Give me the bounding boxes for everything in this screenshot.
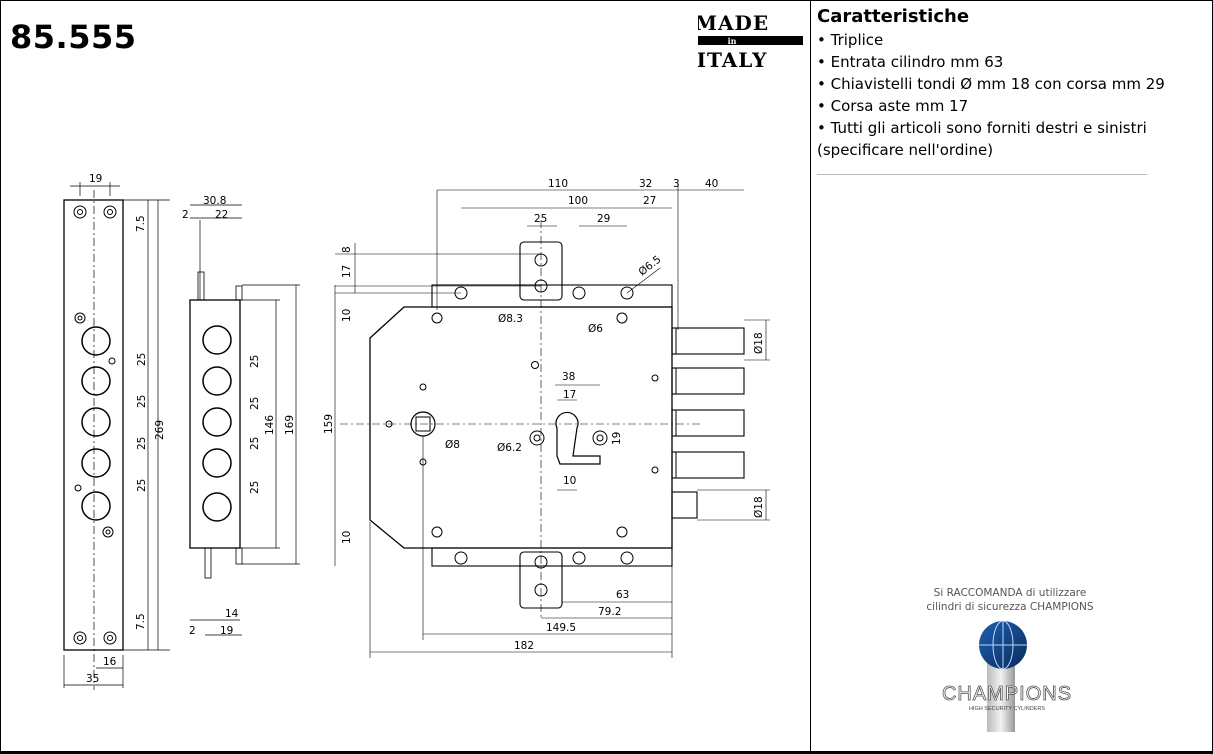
dim-body-left: 10 xyxy=(341,309,353,322)
badge-made: MADE xyxy=(698,11,769,35)
dim-body-top: 32 xyxy=(639,178,652,190)
dim-body-bottom: 149.5 xyxy=(546,622,576,634)
recommendation-line: Si RACCOMANDA di utilizzare xyxy=(933,587,1087,599)
dim-side-bottom-a: 19 xyxy=(220,625,233,637)
dim-body-bottom: 63 xyxy=(616,589,629,601)
dim-body-top: 25 xyxy=(534,213,547,225)
dim-cyl: 10 xyxy=(563,475,576,487)
dim-side-width: 30.8 xyxy=(203,195,226,207)
feature-item: Tutti gli articoli sono forniti destri e… xyxy=(817,117,1207,139)
brand-tagline: HIGH SECURITY CYLINDERS xyxy=(969,706,1045,712)
dim-front-width: 35 xyxy=(86,673,99,685)
features-note: (specificare nell'ordine) xyxy=(817,141,994,159)
dim-front-top-offset: 7.5 xyxy=(135,215,147,232)
badge-bar xyxy=(698,36,803,45)
dim-cyl: 19 xyxy=(611,432,623,445)
badge-in: in xyxy=(728,36,737,46)
dim-side-inner: 22 xyxy=(215,209,228,221)
hole-label: Ø6 xyxy=(588,323,603,335)
dim-body-bottom: 79.2 xyxy=(598,606,621,618)
dim-body-left: 159 xyxy=(323,414,335,434)
dim-side-bottom-b: 14 xyxy=(225,608,239,620)
dim-side-h1: 146 xyxy=(264,415,276,435)
dim-front-pitch: 25 xyxy=(136,353,148,366)
features-rule xyxy=(817,174,1147,175)
feature-item: Chiavistelli tondi Ø mm 18 con corsa mm … xyxy=(817,73,1207,95)
dim-body-top: 27 xyxy=(643,195,656,207)
feature-item: Corsa aste mm 17 xyxy=(817,95,1207,117)
dim-front-pitch: 25 xyxy=(136,479,148,492)
dim-body-top: 100 xyxy=(568,195,588,207)
dim-front-top-width: 19 xyxy=(89,173,102,185)
dim-body-bottom: 182 xyxy=(514,640,534,652)
made-in-italy-badge: MADE in ITALY xyxy=(698,11,803,72)
dim-cyl: 17 xyxy=(563,389,576,401)
dim-front-pitch: 25 xyxy=(136,437,148,450)
dim-front-height: 269 xyxy=(154,420,166,440)
dim-body-left: 8 xyxy=(341,246,353,253)
dim-bolt: Ø18 xyxy=(753,332,765,354)
dim-body-top: 3 xyxy=(673,178,680,190)
product-code: 85.555 xyxy=(10,18,137,56)
dim-front-bottom-offset: 7.5 xyxy=(135,613,147,630)
features-list: Triplice Entrata cilindro mm 63 Chiavist… xyxy=(817,29,1207,139)
dim-body-left: 10 xyxy=(341,531,353,544)
dim-front-bottom-width: 16 xyxy=(103,656,117,668)
hole-label: Ø8 xyxy=(445,439,460,451)
dim-side-pitch: 25 xyxy=(249,397,261,410)
dim-side-pitch: 25 xyxy=(249,355,261,368)
dim-side-bottom-small: 2 xyxy=(189,625,196,637)
dim-body-top: 29 xyxy=(597,213,610,225)
dim-body-top: 110 xyxy=(548,178,568,190)
features-title: Caratteristiche xyxy=(817,6,970,27)
bottom-border xyxy=(0,751,1213,754)
side-view xyxy=(189,204,300,636)
dim-side-pitch: 25 xyxy=(249,481,261,494)
dim-side-small: 2 xyxy=(182,209,189,221)
dim-side-h2: 169 xyxy=(284,415,296,435)
dim-body-top: 40 xyxy=(705,178,718,190)
dim-side-pitch: 25 xyxy=(249,437,261,450)
dim-front-pitch: 25 xyxy=(136,395,148,408)
hole-label: Ø6.2 xyxy=(497,442,522,454)
champions-logo: CHAMPIONS HIGH SECURITY CYLINDERS xyxy=(942,620,1072,732)
front-view xyxy=(63,182,170,690)
column-divider xyxy=(810,0,811,751)
features-panel: Caratteristiche Triplice Entrata cilindr… xyxy=(817,6,1207,161)
brand-name: CHAMPIONS xyxy=(942,683,1072,705)
dim-body-left: 17 xyxy=(341,265,353,278)
feature-item: Entrata cilindro mm 63 xyxy=(817,51,1207,73)
dim-bolt: Ø18 xyxy=(753,496,765,518)
badge-italy: ITALY xyxy=(698,48,767,72)
technical-drawing: 19 7.5 25 25 25 25 269 7.5 16 35 30.8 xyxy=(63,173,770,690)
lock-body-view xyxy=(334,184,770,658)
recommendation-line: cilindri di sicurezza CHAMPIONS xyxy=(926,601,1094,613)
feature-item: Triplice xyxy=(817,29,1207,51)
hole-label: Ø6.5 xyxy=(636,254,663,279)
hole-label: Ø8.3 xyxy=(498,313,523,325)
dim-cyl: 38 xyxy=(562,371,575,383)
recommendation-note: Si RACCOMANDA di utilizzare cilindri di … xyxy=(880,586,1140,614)
